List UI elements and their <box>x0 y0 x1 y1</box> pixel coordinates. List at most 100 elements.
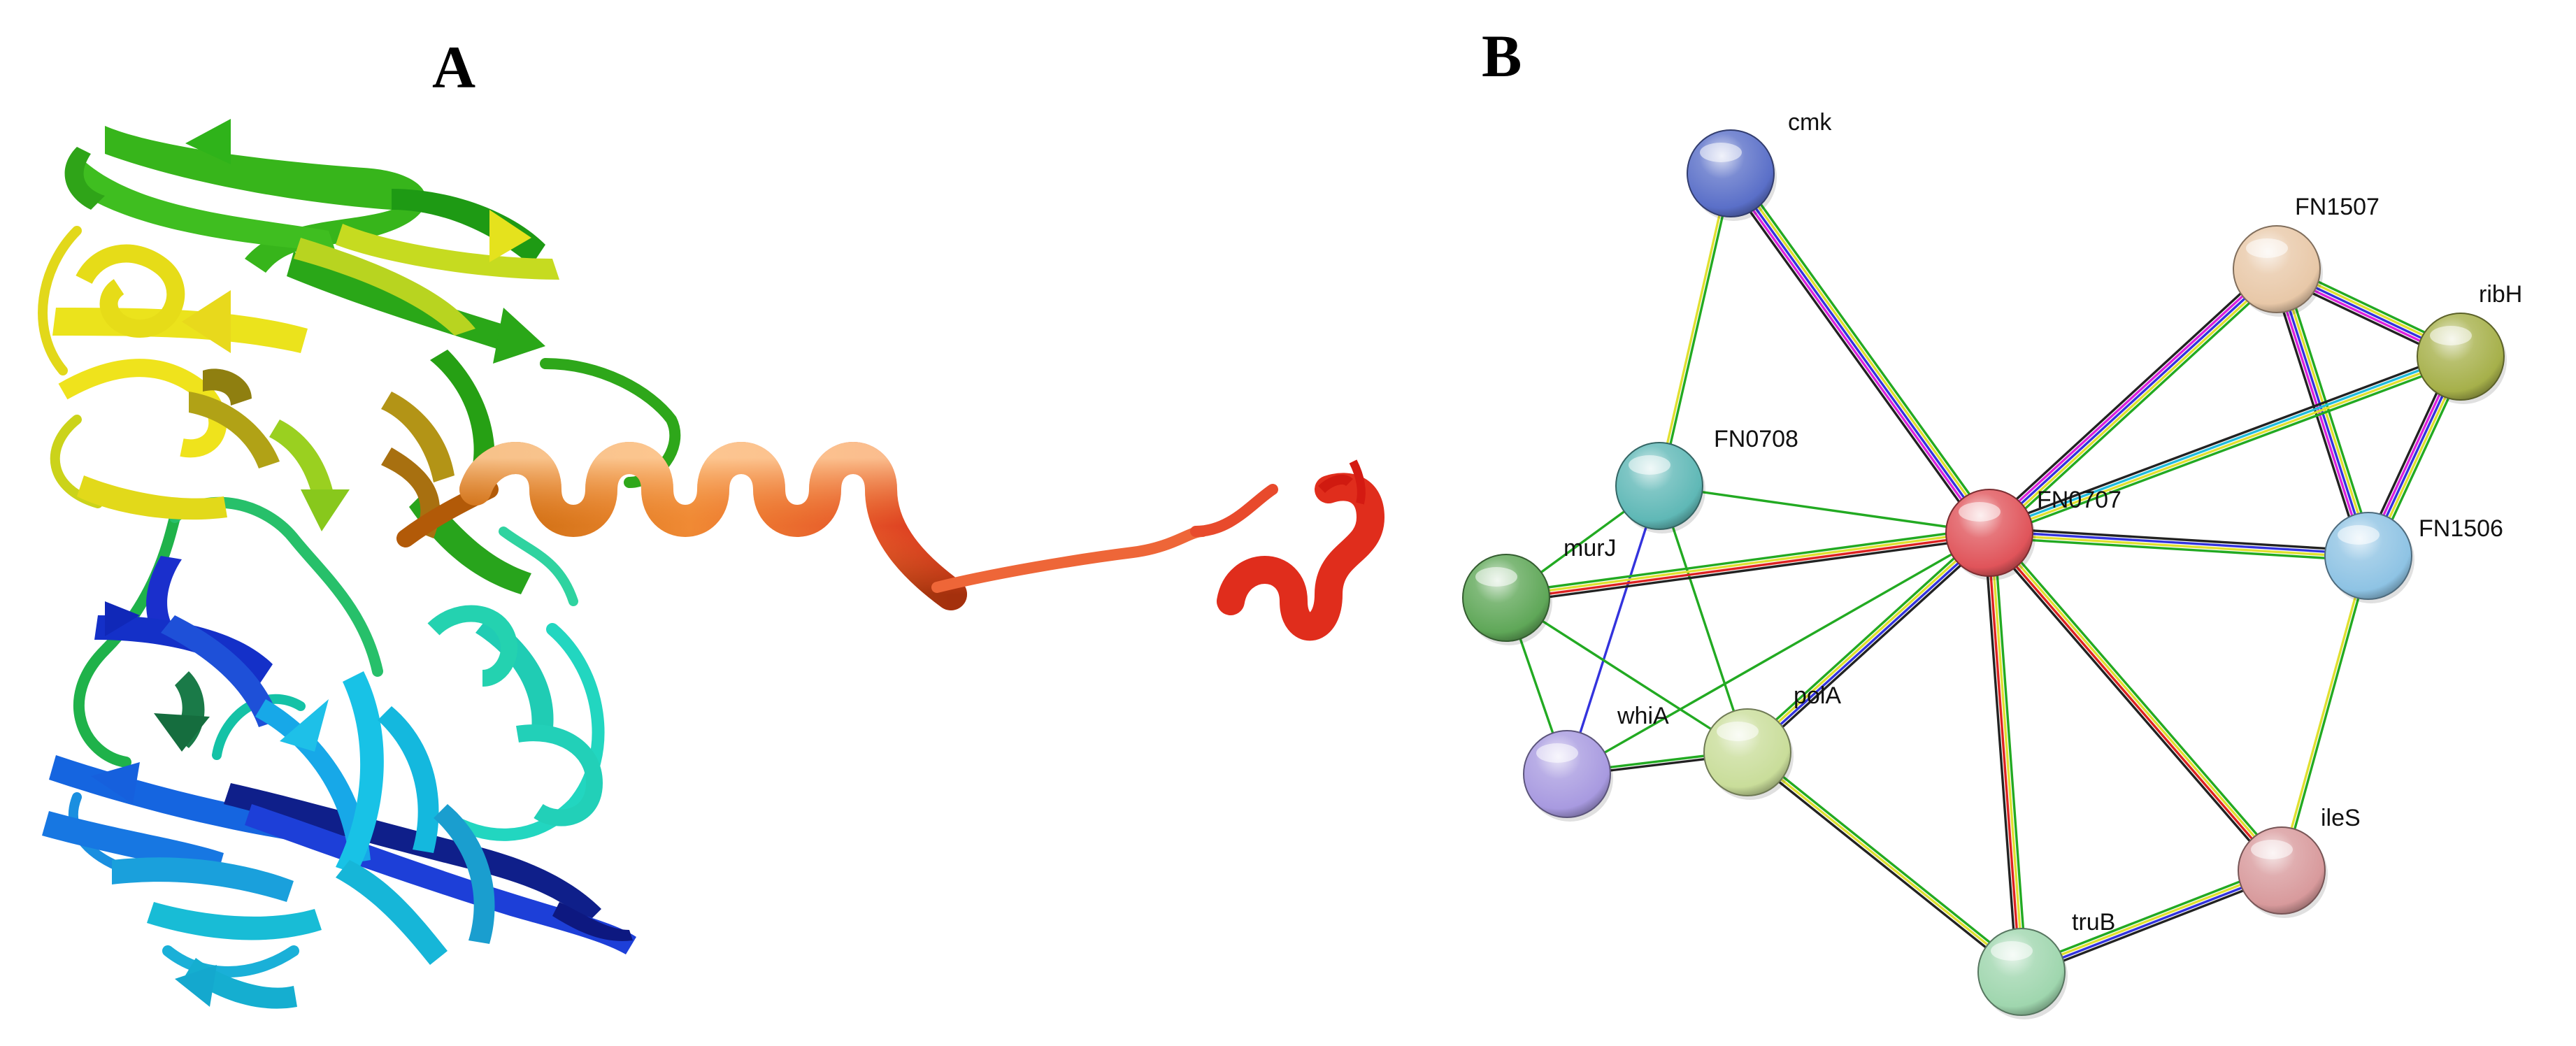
node-label: FN0708 <box>1714 426 1798 452</box>
edge-line <box>1988 530 2370 556</box>
edge-line <box>1743 528 1988 750</box>
edge-line <box>2022 873 2285 978</box>
node-ileS[interactable]: ileS <box>2238 805 2361 918</box>
edge-line <box>1566 485 1661 775</box>
edge-line <box>1988 533 2370 559</box>
edge-line <box>1986 265 2276 532</box>
edge-line <box>1505 533 1991 601</box>
node-label: ribH <box>2479 281 2522 308</box>
edge-line <box>1659 172 1733 488</box>
edge-truB-ileS <box>2018 864 2285 978</box>
node-sphere[interactable] <box>1523 730 1611 818</box>
node-ribH[interactable]: ribH <box>2417 281 2522 404</box>
node-polA[interactable]: polA <box>1703 682 1841 800</box>
edge-FN0707-ileS <box>1984 528 2287 875</box>
edge-line <box>2018 864 2282 969</box>
edge-line <box>1987 536 2370 562</box>
edge-line <box>1726 173 1988 536</box>
node-sphere[interactable] <box>2233 225 2321 313</box>
node-label: FN1507 <box>2295 194 2380 220</box>
node-sphere[interactable] <box>1977 928 2066 1016</box>
panel-a-letter: A <box>432 34 476 101</box>
edge-FN1506-ileS <box>2279 554 2371 873</box>
edge-line <box>1983 531 2018 974</box>
edge-line <box>1656 171 1731 487</box>
edge-line <box>1988 526 2370 552</box>
node-FN1506[interactable]: FN1506 <box>2324 512 2503 603</box>
node-highlight <box>2251 840 2293 859</box>
edge-whiA-FN0707 <box>1566 531 1991 775</box>
edge-line <box>1505 536 1991 604</box>
node-highlight <box>2246 238 2288 258</box>
node-label: FN1506 <box>2419 515 2503 542</box>
edge-line <box>1989 359 2464 539</box>
edge-FN1506-FN0707 <box>1987 526 2370 562</box>
edge-line <box>1988 268 2278 534</box>
node-highlight <box>2430 326 2472 345</box>
node-highlight <box>1536 743 1578 763</box>
node-sphere[interactable] <box>1945 489 2033 577</box>
edge-line <box>1734 168 1996 531</box>
edge-line <box>1749 535 1994 757</box>
node-FN0708[interactable]: FN0708 <box>1615 426 1798 533</box>
edge-line <box>2282 554 2371 873</box>
edge-line <box>1987 354 2461 533</box>
edge-line <box>1990 270 2280 537</box>
node-sphere[interactable] <box>1462 554 1550 642</box>
edge-line <box>1987 531 2022 973</box>
edge-line <box>1747 533 1992 755</box>
node-truB[interactable]: truB <box>1977 909 2115 1019</box>
node-highlight <box>1991 941 2033 961</box>
edge-ribH-FN0707 <box>1986 350 2464 539</box>
node-highlight <box>1717 722 1759 741</box>
edge-line <box>1745 530 1990 752</box>
node-highlight <box>2338 525 2380 545</box>
edge-line <box>2019 868 2282 972</box>
beta-sheets-bottom <box>42 556 636 1009</box>
edge-FN0707-truB <box>1983 531 2028 974</box>
edge-line <box>1504 530 1991 598</box>
node-FN1507[interactable]: FN1507 <box>2233 194 2380 317</box>
node-highlight <box>1475 567 1517 587</box>
edge-line <box>1993 531 2028 973</box>
edge-line <box>1729 172 1991 534</box>
edge-line <box>2279 554 2368 872</box>
node-sphere[interactable] <box>2324 512 2412 600</box>
node-sphere[interactable] <box>2238 826 2326 915</box>
node-sphere[interactable] <box>1687 129 1775 217</box>
node-cmk[interactable]: cmk <box>1687 109 1832 221</box>
edge-line <box>1989 531 2024 973</box>
node-highlight <box>1959 502 2001 522</box>
edge-line <box>1724 175 1986 538</box>
beta-sheets-top <box>52 119 559 594</box>
edge-polA-FN0707 <box>1743 528 1994 757</box>
edge-line <box>1504 526 1990 594</box>
edge-FN0708-polA <box>1658 485 1749 754</box>
node-murJ[interactable]: murJ <box>1462 535 1617 645</box>
edge-line <box>1989 357 2463 536</box>
edge-polA-truB <box>1744 748 2025 976</box>
node-sphere[interactable] <box>2417 313 2505 401</box>
edge-line <box>1984 263 2274 529</box>
node-whiA[interactable]: whiA <box>1523 703 1669 822</box>
edge-line <box>1989 530 2284 871</box>
edge-line <box>1986 350 2461 530</box>
edge-line <box>1732 170 1994 533</box>
panel-a-protein-structure: A <box>38 34 1384 1009</box>
protein-ribbon-image <box>38 119 1384 1009</box>
node-highlight <box>1700 143 1742 162</box>
edge-line <box>1748 748 2025 971</box>
node-label: polA <box>1794 682 1841 709</box>
node-highlight <box>1629 455 1670 475</box>
edge-murJ-FN0707 <box>1504 526 1991 604</box>
node-sphere[interactable] <box>1615 442 1703 530</box>
edge-FN0708-FN0707 <box>1658 485 1991 534</box>
edge-line <box>1746 751 2023 973</box>
node-sphere[interactable] <box>1703 708 1791 796</box>
edge-cmk-FN0708 <box>1656 171 1733 488</box>
node-FN0707[interactable]: FN0707 <box>1945 487 2121 580</box>
node-label: whiA <box>1617 703 1669 729</box>
edge-murJ-polA <box>1505 596 1749 754</box>
